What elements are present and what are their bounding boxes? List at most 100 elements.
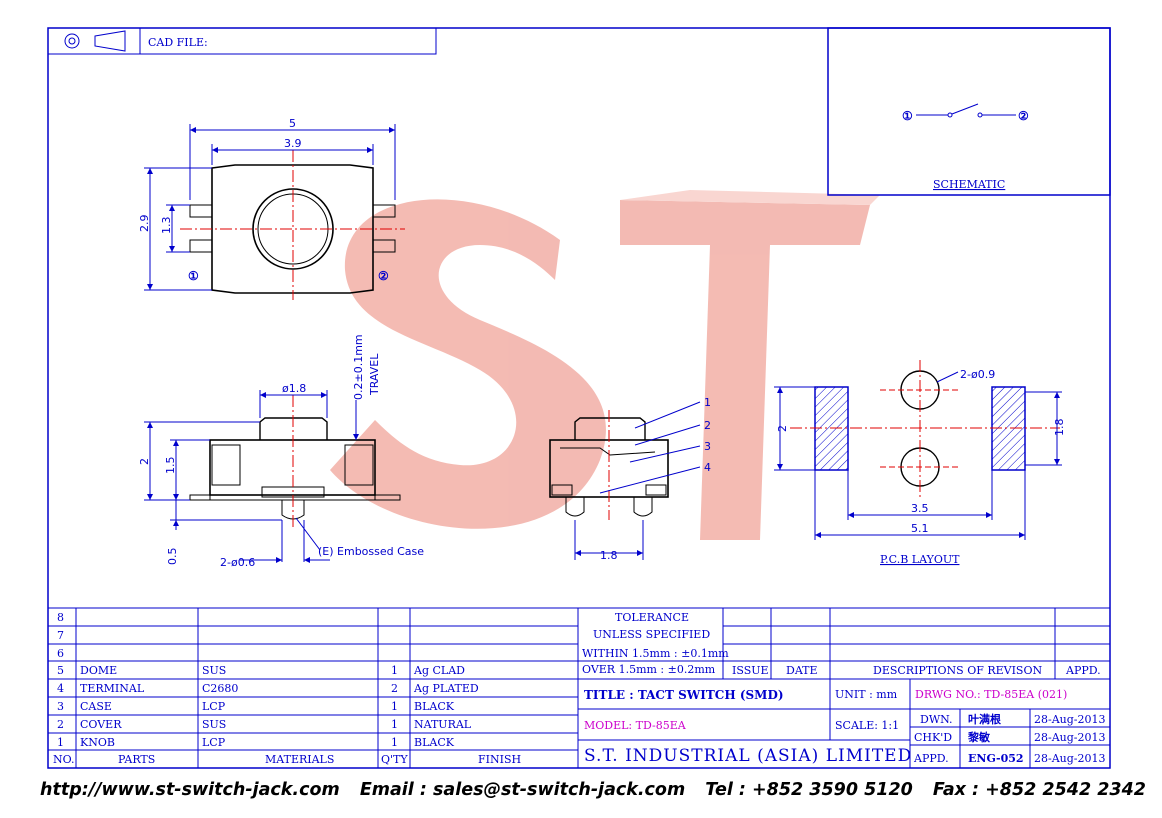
- section-view: 1 2 3 4 1.8: [549, 396, 711, 562]
- date-label: DATE: [786, 664, 818, 677]
- dim-1-3: 1.3: [160, 217, 173, 235]
- chkd-date: 28-Aug-2013: [1034, 731, 1106, 744]
- top-pin-1: ①: [188, 269, 199, 283]
- bom-cell-material: SUS: [202, 718, 226, 731]
- bom-header-no: NO.: [53, 753, 75, 766]
- bom-header-qty: Q'TY: [381, 753, 408, 766]
- appd-date: 28-Aug-2013: [1034, 752, 1106, 765]
- issue-label: ISSUE: [732, 664, 769, 677]
- top-pin-2: ②: [378, 269, 389, 283]
- pcb-layout-label: P.C.B LAYOUT: [880, 553, 960, 566]
- dim-5: 5: [289, 117, 296, 130]
- tel-text: Tel : +852 3590 5120: [705, 780, 913, 800]
- bom-cell-part: CASE: [80, 700, 112, 713]
- schematic-label: SCHEMATIC: [933, 178, 1005, 191]
- tolerance-label: TOLERANCE: [615, 611, 689, 624]
- pcb-dim-5-1: 5.1: [911, 522, 929, 535]
- appd-label: APPD.: [913, 752, 949, 765]
- dim-phi-1-8: ø1.8: [282, 382, 306, 395]
- schematic-pin-2: ②: [1018, 109, 1029, 123]
- title-block-grid: [577, 607, 1111, 769]
- watermark-logo: [330, 190, 880, 540]
- dim-2: 2: [138, 458, 151, 465]
- bom-cell-no: 2: [57, 718, 64, 731]
- bom-cell-no: 5: [57, 664, 64, 677]
- appd-header: APPD.: [1065, 664, 1101, 677]
- bom-cell-finish: NATURAL: [414, 718, 472, 731]
- chkd-label: CHK'D: [914, 731, 952, 744]
- unless-specified: UNLESS SPECIFIED: [593, 628, 710, 641]
- bom-header-materials: MATERIALS: [265, 753, 334, 766]
- embossed-label: (E) Embossed Case: [318, 545, 424, 558]
- dim-2-phi-0-6: 2-ø0.6: [220, 556, 255, 569]
- top-view: 5 3.9 2.9 1.3 ① ②: [138, 117, 405, 300]
- bom-cell-finish: Ag PLATED: [413, 682, 479, 695]
- email-text[interactable]: Email : sales@st-switch-jack.com: [359, 780, 686, 800]
- dwn-name: 叶满根: [968, 712, 1002, 726]
- tolerance-over: OVER 1.5mm : ±0.2mm: [582, 663, 716, 676]
- bom-cell-part: COVER: [80, 718, 122, 731]
- bom-cell-material: LCP: [202, 700, 226, 713]
- unit-label: UNIT : mm: [835, 688, 898, 701]
- dwn-label: DWN.: [920, 713, 953, 726]
- bom-cell-finish: BLACK: [414, 736, 455, 749]
- bom-header: NO. PARTS MATERIALS Q'TY FINISH: [53, 753, 521, 766]
- bom-header-parts: PARTS: [118, 753, 155, 766]
- bom-header-finish: FINISH: [478, 753, 521, 766]
- bom-cell-material: SUS: [202, 664, 226, 677]
- drawing-number: DRWG NO.: TD-85EA (021): [915, 688, 1067, 701]
- tolerance-within: WITHIN 1.5mm : ±0.1mm: [582, 647, 729, 660]
- bom-cell-no: 8: [57, 611, 64, 624]
- cad-file-label: CAD FILE:: [148, 36, 208, 49]
- fax-text: Fax : +852 2542 2342: [932, 780, 1146, 800]
- dim-2-9: 2.9: [138, 215, 151, 233]
- pcb-dim-2: 2: [776, 425, 789, 432]
- bom-cell-part: TERMINAL: [80, 682, 145, 695]
- descriptions-label: DESCRIPTIONS OF REVISON: [873, 664, 1042, 677]
- callout-3: 3: [704, 440, 711, 453]
- bom-cell-part: KNOB: [80, 736, 115, 749]
- pcb-layout: 2-ø0.9 2 1.8 3.5 5.1 P.C.B LAYOUT: [774, 360, 1066, 566]
- scale-label: SCALE: 1:1: [835, 719, 899, 732]
- bom-cell-qty: 1: [391, 736, 398, 749]
- dim-travel: 0.2±0.1mm: [352, 334, 365, 400]
- dim-1-5: 1.5: [164, 457, 177, 475]
- travel-label: TRAVEL: [368, 353, 381, 396]
- callout-2: 2: [704, 419, 711, 432]
- bom-cell-no: 6: [57, 647, 64, 660]
- pcb-dim-3-5: 3.5: [911, 502, 929, 515]
- bom-cell-part: DOME: [80, 664, 117, 677]
- bom-cell-no: 3: [57, 700, 64, 713]
- dim-0-5: 0.5: [166, 548, 179, 566]
- projection-symbol-icon: [64, 33, 80, 49]
- bom-cell-qty: 1: [391, 664, 398, 677]
- drawing-title: TITLE : TACT SWITCH (SMD): [584, 688, 784, 702]
- bom-cell-qty: 2: [391, 682, 398, 695]
- schematic-pin-1: ①: [902, 109, 913, 123]
- bom-cell-no: 4: [57, 682, 64, 695]
- cad-file-header: CAD FILE:: [47, 27, 437, 55]
- side-view: ø1.8 0.2±0.1mm TRAVEL 2 1.5 0.5 2-ø0.6 (…: [138, 334, 424, 569]
- title-block: TOLERANCE UNLESS SPECIFIED WITHIN 1.5mm …: [582, 611, 1106, 766]
- contact-footer: http://www.st-switch-jack.com Email : sa…: [40, 780, 1146, 800]
- website-link[interactable]: http://www.st-switch-jack.com: [40, 780, 340, 800]
- company-name: S.T. INDUSTRIAL (ASIA) LIMITED: [584, 746, 912, 766]
- section-dim-1-8: 1.8: [600, 549, 618, 562]
- bom-cell-qty: 1: [391, 700, 398, 713]
- callout-1: 1: [704, 396, 711, 409]
- pcb-dim-1-8: 1.8: [1053, 419, 1066, 437]
- dwn-date: 28-Aug-2013: [1034, 713, 1106, 726]
- chkd-name: 黎敏: [968, 730, 991, 744]
- bom-cell-qty: 1: [391, 718, 398, 731]
- appd-name: ENG-052: [968, 752, 1024, 765]
- bom-cell-finish: Ag CLAD: [413, 664, 465, 677]
- schematic-box: ① ② SCHEMATIC: [827, 27, 1111, 196]
- callout-4: 4: [704, 461, 711, 474]
- pcb-dim-2-phi-0-9: 2-ø0.9: [960, 368, 995, 381]
- bom-cell-finish: BLACK: [414, 700, 455, 713]
- bom-cell-material: LCP: [202, 736, 226, 749]
- bom-cell-no: 1: [57, 736, 64, 749]
- dim-3-9: 3.9: [284, 137, 302, 150]
